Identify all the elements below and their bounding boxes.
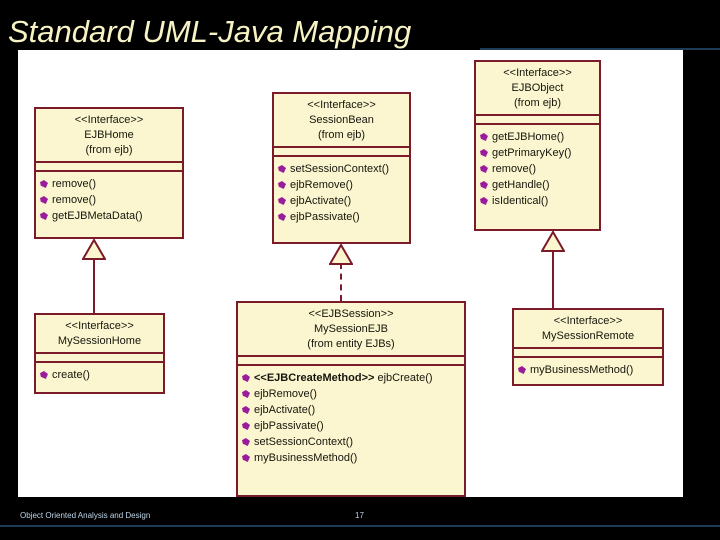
realization-arrow-sessionbean bbox=[329, 244, 353, 265]
diagram-canvas: <<Interface>> EJBHome (from ejb) remove(… bbox=[18, 50, 683, 497]
uml-class-mysessionremote[interactable]: <<Interface>> MySessionRemote myBusiness… bbox=[512, 308, 664, 386]
generalization-line-mysessionhome-ejbhome bbox=[93, 258, 95, 313]
uml-class-name: MySessionHome bbox=[57, 335, 142, 347]
uml-operation: getEJBMetaData() bbox=[39, 208, 180, 224]
uml-class-mysessionejb[interactable]: <<EJBSession>> MySessionEJB (from entity… bbox=[236, 301, 466, 497]
uml-stereotype: <<Interface>> bbox=[503, 67, 572, 79]
uml-operation: myBusinessMethod() bbox=[241, 450, 462, 466]
title-accent-rule bbox=[480, 48, 720, 50]
uml-operation: ejbPassivate() bbox=[241, 418, 462, 434]
realization-line-mysessionejb-sessionbean bbox=[340, 263, 342, 301]
uml-class-name: MySessionRemote bbox=[541, 330, 635, 342]
uml-operation: remove() bbox=[39, 176, 180, 192]
uml-operation: create() bbox=[39, 367, 161, 383]
uml-class-name: SessionBean bbox=[309, 114, 374, 126]
uml-class-name: MySessionEJB bbox=[314, 323, 388, 335]
footer-page-number: 17 bbox=[355, 511, 364, 520]
generalization-arrow-ejbhome bbox=[82, 239, 106, 260]
uml-operation-compartment: create() bbox=[36, 363, 163, 387]
uml-operation: remove() bbox=[479, 161, 597, 177]
uml-operation-compartment: myBusinessMethod() bbox=[514, 358, 662, 382]
uml-operation: <<EJBCreateMethod>> ejbCreate() bbox=[241, 370, 462, 386]
uml-package: (from entity EJBs) bbox=[307, 338, 395, 350]
uml-operation-compartment: remove() remove() getEJBMetaData() bbox=[36, 172, 182, 228]
uml-operation: remove() bbox=[39, 192, 180, 208]
uml-class-ejbhome[interactable]: <<Interface>> EJBHome (from ejb) remove(… bbox=[34, 107, 184, 239]
uml-package: (from ejb) bbox=[317, 129, 366, 141]
uml-operation: ejbPassivate() bbox=[277, 209, 407, 225]
uml-operation: setSessionContext() bbox=[241, 434, 462, 450]
uml-class-ejbobject[interactable]: <<Interface>> EJBObject (from ejb) getEJ… bbox=[474, 60, 601, 231]
uml-operation: setSessionContext() bbox=[277, 161, 407, 177]
generalization-line-mysessionremote-ejbobject bbox=[552, 250, 554, 308]
uml-operation: ejbRemove() bbox=[277, 177, 407, 193]
uml-class-name: EJBObject bbox=[511, 82, 564, 94]
page-title: Standard UML-Java Mapping bbox=[8, 14, 412, 49]
uml-header-mysessionejb: <<EJBSession>> MySessionEJB (from entity… bbox=[238, 303, 464, 357]
uml-header-ejbobject: <<Interface>> EJBObject (from ejb) bbox=[476, 62, 599, 116]
footer-accent-rule bbox=[0, 525, 720, 527]
uml-stereotype: <<Interface>> bbox=[65, 320, 134, 332]
uml-header-mysessionremote: <<Interface>> MySessionRemote bbox=[514, 310, 662, 349]
uml-package: (from ejb) bbox=[85, 144, 133, 156]
uml-class-sessionbean[interactable]: <<Interface>> SessionBean (from ejb) set… bbox=[272, 92, 411, 244]
uml-class-name: EJBHome bbox=[84, 129, 134, 141]
uml-operation: ejbActivate() bbox=[241, 402, 462, 418]
uml-operation-compartment: getEJBHome() getPrimaryKey() remove() ge… bbox=[476, 125, 599, 213]
uml-operation: getHandle() bbox=[479, 177, 597, 193]
uml-operation: ejbRemove() bbox=[241, 386, 462, 402]
uml-attribute-compartment bbox=[36, 163, 182, 172]
generalization-arrow-ejbobject bbox=[541, 231, 565, 252]
uml-header-mysessionhome: <<Interface>> MySessionHome bbox=[36, 315, 163, 354]
uml-attribute-compartment bbox=[36, 354, 163, 363]
uml-operation-compartment: setSessionContext() ejbRemove() ejbActiv… bbox=[274, 157, 409, 229]
uml-operation-compartment: <<EJBCreateMethod>> ejbCreate() ejbRemov… bbox=[238, 366, 464, 470]
uml-header-sessionbean: <<Interface>> SessionBean (from ejb) bbox=[274, 94, 409, 148]
uml-stereotype: <<Interface>> bbox=[74, 114, 144, 126]
uml-stereotype: <<Interface>> bbox=[307, 99, 376, 111]
uml-stereotype: <<Interface>> bbox=[553, 315, 623, 327]
uml-operation: isIdentical() bbox=[479, 193, 597, 209]
uml-stereotype: <<EJBSession>> bbox=[308, 308, 394, 320]
uml-attribute-compartment bbox=[238, 357, 464, 366]
uml-header-ejbhome: <<Interface>> EJBHome (from ejb) bbox=[36, 109, 182, 163]
uml-operation: getEJBHome() bbox=[479, 129, 597, 145]
uml-operation: getPrimaryKey() bbox=[479, 145, 597, 161]
uml-attribute-compartment bbox=[476, 116, 599, 125]
uml-operation: myBusinessMethod() bbox=[517, 362, 660, 378]
uml-package: (from ejb) bbox=[513, 97, 562, 109]
uml-class-mysessionhome[interactable]: <<Interface>> MySessionHome create() bbox=[34, 313, 165, 394]
uml-operation: ejbActivate() bbox=[277, 193, 407, 209]
uml-attribute-compartment bbox=[514, 349, 662, 358]
footer-course-label: Object Oriented Analysis and Design bbox=[20, 511, 151, 520]
uml-attribute-compartment bbox=[274, 148, 409, 157]
